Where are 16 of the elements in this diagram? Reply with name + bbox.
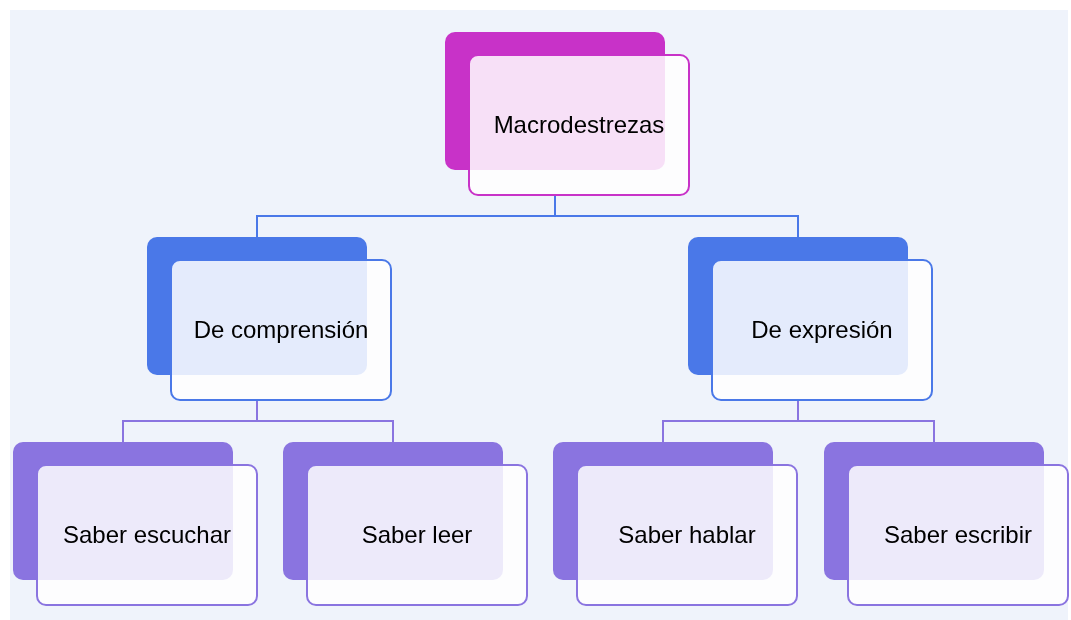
connector-line [256,400,394,443]
box-label: Saber leer [361,520,473,550]
box-label: Saber escuchar [62,520,232,550]
hierarchy-box [688,237,933,401]
hierarchy-box [445,32,690,196]
box-label: Saber hablar [618,520,756,550]
connector-line [797,400,935,443]
hierarchy-box [13,442,258,606]
box-label: De comprensión [193,315,369,345]
box-label: De expresión [751,315,893,345]
hierarchy-box [824,442,1069,606]
hierarchy-box [147,237,392,401]
box-label: Macrodestrezas [493,110,665,140]
hierarchy-box [283,442,528,606]
box-label: Saber escribir [883,520,1033,550]
hierarchy-box [553,442,798,606]
